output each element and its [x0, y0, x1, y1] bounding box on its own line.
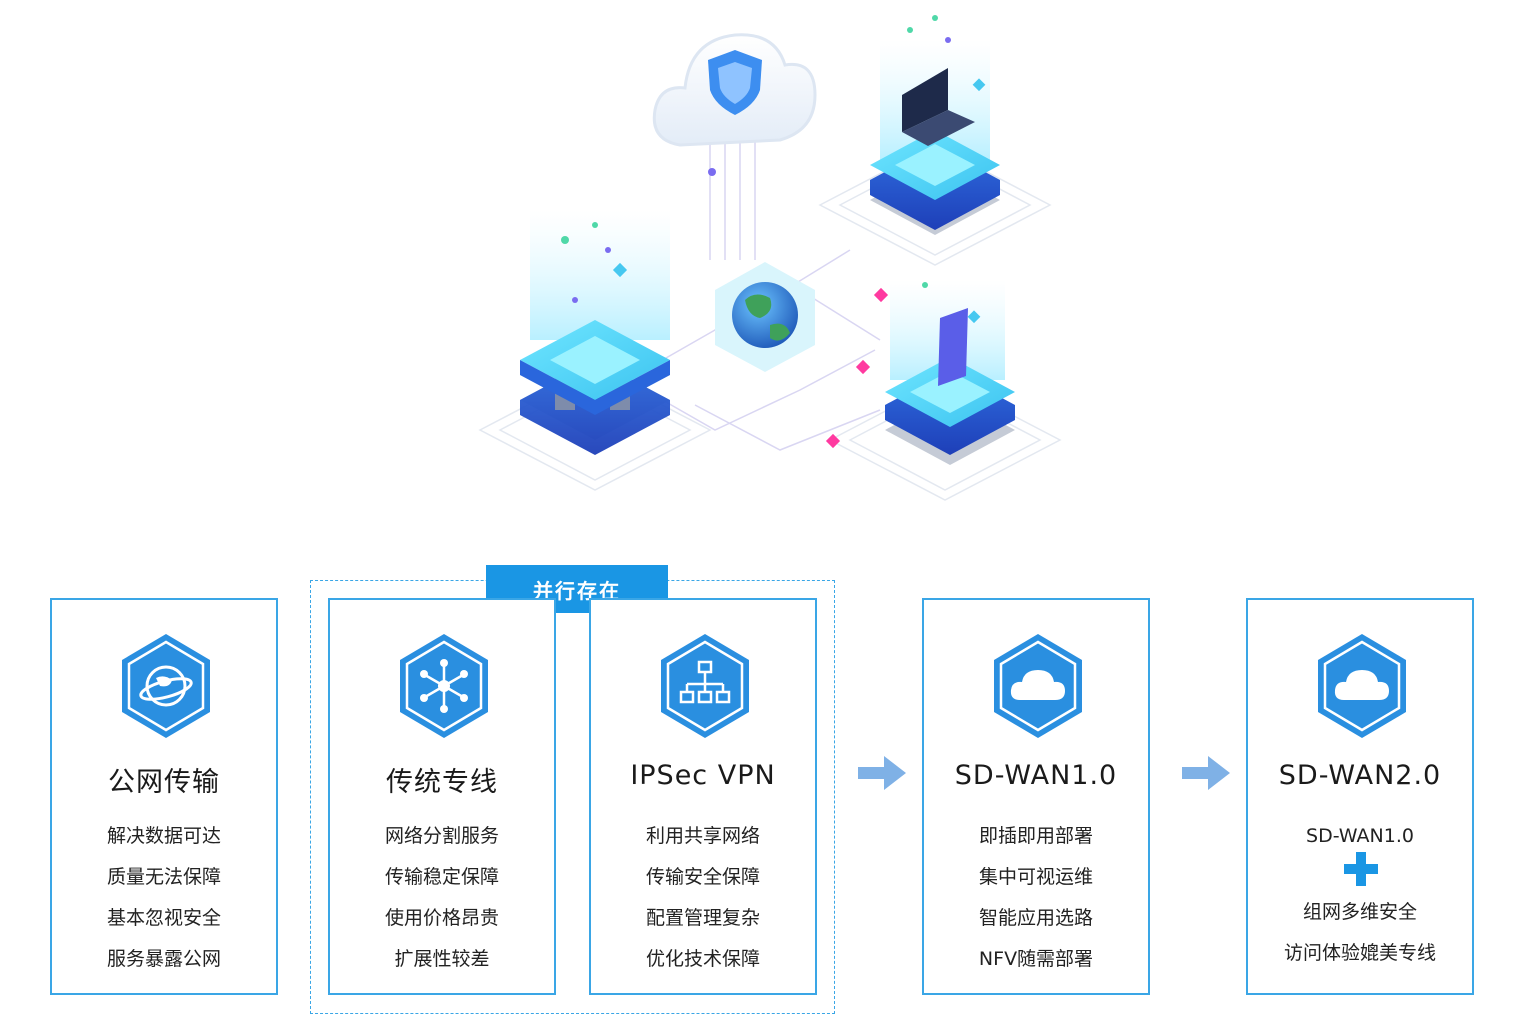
card-feature: 基本忽视安全 [106, 907, 221, 929]
card-title: IPSec VPN [630, 760, 776, 791]
card-feature: 传输稳定保障 [384, 866, 499, 888]
card-feature: NFV随需部署 [978, 948, 1094, 970]
card-feature: 扩展性较差 [394, 948, 490, 970]
card-sdwan-1: SD-WAN1.0 即插即用部署 集中可视运维 智能应用选路 NFV随需部署 [922, 598, 1150, 995]
card-feature: 智能应用选路 [978, 907, 1093, 929]
card-feature: 即插即用部署 [978, 825, 1093, 847]
card-feature: 网络分割服务 [384, 825, 499, 847]
cloud-icon [1318, 634, 1406, 738]
card-title: 传统专线 [386, 767, 498, 798]
card-title: 公网传输 [108, 767, 220, 798]
card-feature: SD-WAN1.0 [1306, 825, 1414, 847]
card-feature: 访问体验媲美专线 [1283, 942, 1436, 964]
cloud-icon [994, 634, 1082, 738]
plus-icon [1344, 852, 1378, 886]
card-feature: 服务暴露公网 [106, 948, 221, 970]
network-illustration [478, 15, 1062, 501]
card-ipsec-vpn: IPSec VPN 利用共享网络 传输安全保障 配置管理复杂 优化技术保障 [589, 598, 817, 995]
card-feature: 配置管理复杂 [645, 907, 760, 929]
card-feature: 质量无法保障 [106, 866, 221, 888]
arrow-right-icon [1182, 756, 1230, 790]
card-leased-line: 传统专线 网络分割服务 传输稳定保障 使用价格昂贵 扩展性较差 [328, 598, 556, 995]
card-feature: 集中可视运维 [978, 866, 1093, 888]
card-title: SD-WAN1.0 [954, 760, 1118, 791]
hierarchy-icon [661, 634, 749, 738]
arrow-right-icon [858, 756, 906, 790]
card-feature: 使用价格昂贵 [384, 907, 499, 929]
card-feature: 解决数据可达 [106, 825, 221, 847]
card-sdwan-2: SD-WAN2.0 SD-WAN1.0 组网多维安全 访问体验媲美专线 [1246, 598, 1474, 995]
globe-icon [122, 634, 210, 738]
card-feature: 利用共享网络 [645, 825, 760, 847]
card-feature: 优化技术保障 [645, 948, 760, 970]
card-title: SD-WAN2.0 [1278, 760, 1442, 791]
card-feature: 组网多维安全 [1302, 901, 1417, 923]
network-hub-icon [400, 634, 488, 738]
card-public-network: 公网传输 解决数据可达 质量无法保障 基本忽视安全 服务暴露公网 [50, 598, 278, 995]
card-feature: 传输安全保障 [645, 866, 760, 888]
